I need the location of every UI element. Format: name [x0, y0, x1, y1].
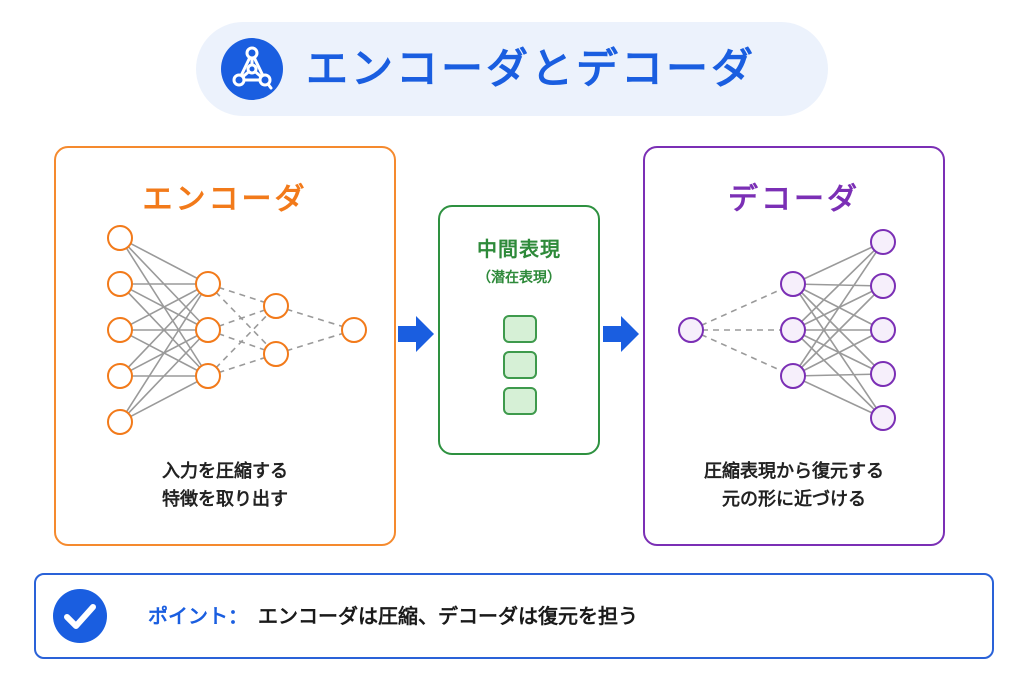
neuron-node: [870, 229, 896, 255]
neuron-node: [341, 317, 367, 343]
neuron-node: [195, 317, 221, 343]
neuron-node: [107, 225, 133, 251]
neuron-node: [870, 405, 896, 431]
neuron-node: [263, 293, 289, 319]
connection-line: [119, 283, 209, 423]
encoder-title: エンコーダ: [142, 182, 308, 217]
page-title: エンコーダとデコーダ: [306, 44, 757, 93]
neuron-node: [870, 273, 896, 299]
network-icon: [221, 38, 283, 100]
connection-line: [792, 329, 884, 377]
arrow-right-icon: [603, 316, 639, 352]
latent-title: 中間表現: [477, 237, 561, 261]
encoder-network: [107, 225, 367, 435]
connection-line: [792, 241, 884, 331]
decoder-panel: デコーダ 圧縮表現から復元する 元の形に近づける: [643, 146, 945, 546]
connection-line: [690, 283, 794, 331]
point-label: ポイント：: [148, 604, 248, 628]
decoder-description-line: 圧縮表現から復元する: [704, 461, 884, 482]
neuron-node: [107, 409, 133, 435]
encoder-description: 入力を圧縮する 特徴を取り出す: [56, 458, 394, 514]
encoder-description-line: 特徴を取り出す: [162, 489, 288, 510]
connection-line: [792, 283, 884, 331]
connection-line: [119, 375, 209, 423]
title-banner: [196, 22, 828, 116]
connection-line: [207, 305, 277, 377]
neuron-node: [780, 317, 806, 343]
neuron-node: [780, 271, 806, 297]
encoder-panel: エンコーダ 入力を圧縮する 特徴を取り出す: [54, 146, 396, 546]
check-circle-icon: [53, 589, 107, 643]
neuron-node: [107, 363, 133, 389]
point-text: エンコーダは圧縮、デコーダは復元を担う: [258, 604, 638, 628]
decoder-network: [678, 229, 896, 431]
connection-line: [792, 283, 884, 375]
connection-line: [792, 283, 884, 419]
connection-line: [792, 329, 884, 375]
connection-line: [792, 373, 884, 377]
neuron-node: [195, 271, 221, 297]
connection-line: [792, 375, 884, 419]
encoder-description-line: 入力を圧縮する: [162, 461, 288, 482]
neuron-node: [263, 341, 289, 367]
latent-vector-cell: [503, 351, 537, 379]
connection-line: [275, 305, 355, 331]
neuron-node: [780, 363, 806, 389]
arrow-right-icon: [398, 316, 434, 352]
latent-panel: 中間表現 （潜在表現）: [438, 205, 600, 455]
connection-line: [119, 329, 209, 423]
connection-line: [690, 329, 794, 377]
connection-line: [275, 329, 355, 355]
neuron-node: [678, 317, 704, 343]
neuron-node: [107, 317, 133, 343]
neuron-node: [107, 271, 133, 297]
latent-vector-cell: [503, 315, 537, 343]
connection-line: [207, 283, 277, 355]
decoder-title: デコーダ: [728, 182, 860, 217]
latent-vector-cell: [503, 387, 537, 415]
decoder-description-line: 元の形に近づける: [722, 489, 866, 510]
connection-line: [119, 283, 209, 377]
decoder-description: 圧縮表現から復元する 元の形に近づける: [645, 458, 943, 514]
neuron-node: [870, 317, 896, 343]
connection-line: [119, 237, 209, 285]
connection-line: [792, 285, 884, 377]
latent-subtitle: （潜在表現）: [477, 270, 561, 286]
connection-line: [119, 283, 209, 331]
neuron-node: [870, 361, 896, 387]
connection-line: [792, 241, 884, 285]
connection-line: [792, 329, 884, 419]
point-callout: [34, 573, 994, 659]
connection-line: [792, 241, 884, 377]
neuron-node: [195, 363, 221, 389]
